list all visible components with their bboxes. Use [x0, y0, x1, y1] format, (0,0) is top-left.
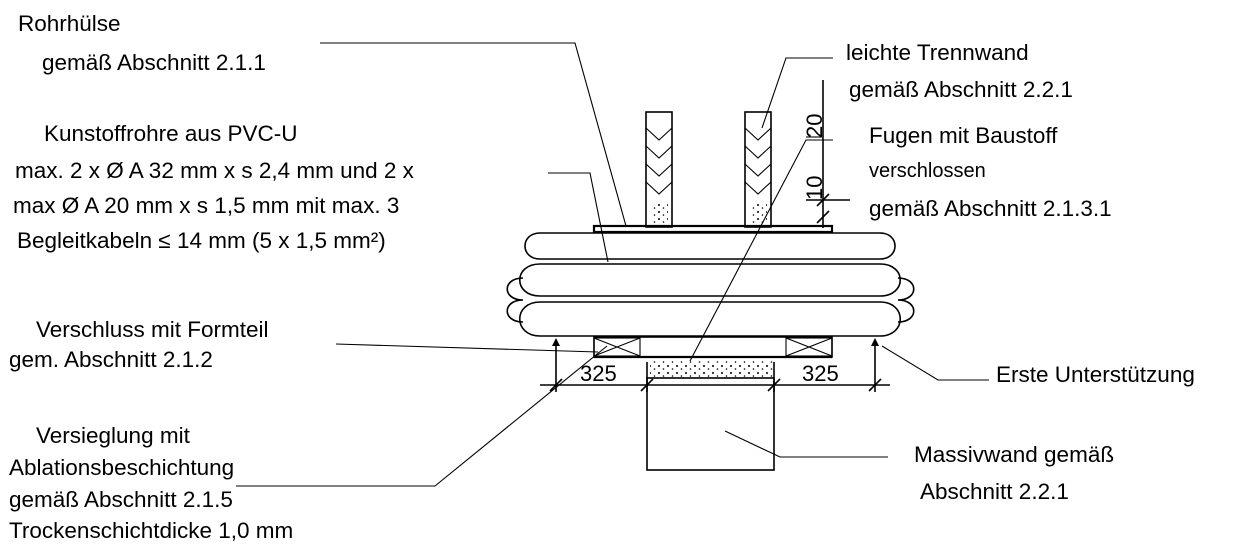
dimension-support-distance: 325 325	[540, 361, 890, 392]
label-seal-line2: Ablationsbeschichtung	[9, 455, 234, 480]
label-joints-ref: gemäß Abschnitt 2.1.3.1	[869, 196, 1112, 221]
label-partition-title: leichte Trennwand	[846, 40, 1029, 65]
label-joints-line2: verschlossen	[869, 160, 986, 182]
light-partition-wall	[645, 111, 772, 228]
solid-wall	[646, 377, 775, 471]
label-pipes-title: Kunstoffrohre aus PVC-U	[44, 121, 297, 146]
dimension-20: 20	[802, 114, 827, 138]
dimension-left-325: 325	[580, 361, 617, 386]
dimension-joint-width: 10 20	[802, 80, 850, 228]
label-wall-ref: Abschnitt 2.2.1	[920, 479, 1069, 504]
leader-lines	[236, 42, 989, 487]
label-pipes-line3: max Ø A 20 mm x s 1,5 mm mit max. 3	[13, 193, 399, 218]
label-first-support: Erste Unterstützung	[996, 362, 1195, 387]
dimension-right-325: 325	[802, 361, 839, 386]
label-wall-title: Massivwand gemäß	[914, 442, 1114, 467]
label-closure-ref: gem. Abschnitt 2.1.2	[9, 347, 213, 372]
pipe-sleeve	[592, 224, 834, 234]
label-pipes-line2: max. 2 x Ø A 32 mm x s 2,4 mm und 2 x	[15, 158, 415, 183]
label-sleeve-ref: gemäß Abschnitt 2.1.1	[42, 50, 266, 75]
label-pipes-line4: Begleitkabeln ≤ 14 mm (5 x 1,5 mm²)	[17, 228, 386, 253]
closure-moulded-part	[593, 336, 833, 378]
label-sleeve-title: Rohrhülse	[18, 11, 121, 36]
label-seal-line3: gemäß Abschnitt 2.1.5	[9, 487, 233, 512]
label-partition-ref: gemäß Abschnitt 2.2.1	[849, 77, 1073, 102]
label-seal-title: Versieglung mit	[36, 423, 191, 448]
dimension-10: 10	[802, 176, 827, 200]
label-seal-line4: Trockenschichtdicke 1,0 mm	[9, 518, 293, 543]
label-closure-title: Verschluss mit Formteil	[36, 317, 269, 342]
pipe-bundle	[506, 232, 915, 337]
label-joints-title: Fugen mit Baustoff	[869, 123, 1058, 148]
